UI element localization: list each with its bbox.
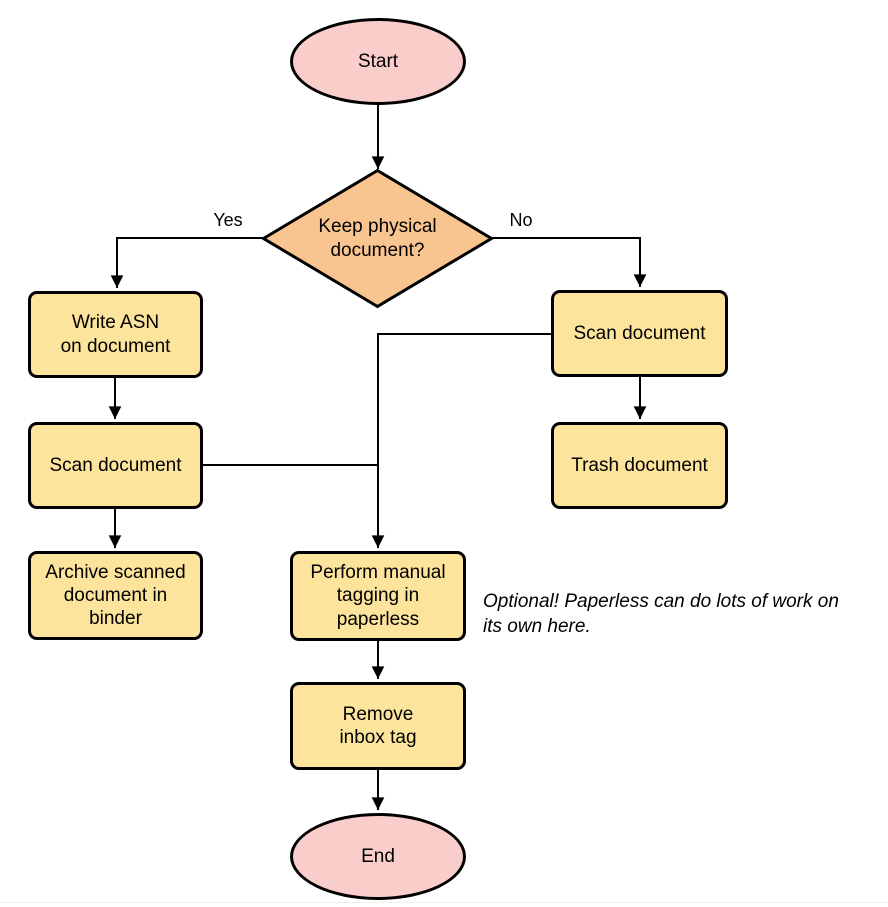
optional-annotation: Optional! Paperless can do lots of work … — [483, 591, 839, 638]
node-trash-document: Trash document — [551, 422, 728, 509]
branch-label-yes: Yes — [213, 210, 243, 230]
node-scan-document-right: Scan document — [551, 290, 728, 377]
node-end: End — [290, 813, 466, 900]
node-decision: Keep physical document? — [318, 216, 437, 261]
node-remove-inbox-tag: Remove inbox tag — [290, 682, 466, 770]
node-archive-in-binder: Archive scanned document in binder — [28, 551, 203, 640]
node-write-asn: Write ASN on document — [28, 291, 203, 378]
node-start: Start — [290, 18, 466, 105]
edge-decision-no-to-scan-right — [490, 237, 647, 287]
edge-scan-right-to-tagging — [371, 333, 551, 548]
bottom-divider — [0, 902, 888, 903]
node-scan-document-left: Scan document — [28, 422, 203, 509]
node-manual-tagging: Perform manual tagging in paperless — [290, 551, 466, 641]
edge-decision-yes-to-write-asn — [110, 237, 265, 288]
decision-diamond-shape — [261, 168, 494, 309]
branch-label-no: No — [509, 210, 533, 230]
